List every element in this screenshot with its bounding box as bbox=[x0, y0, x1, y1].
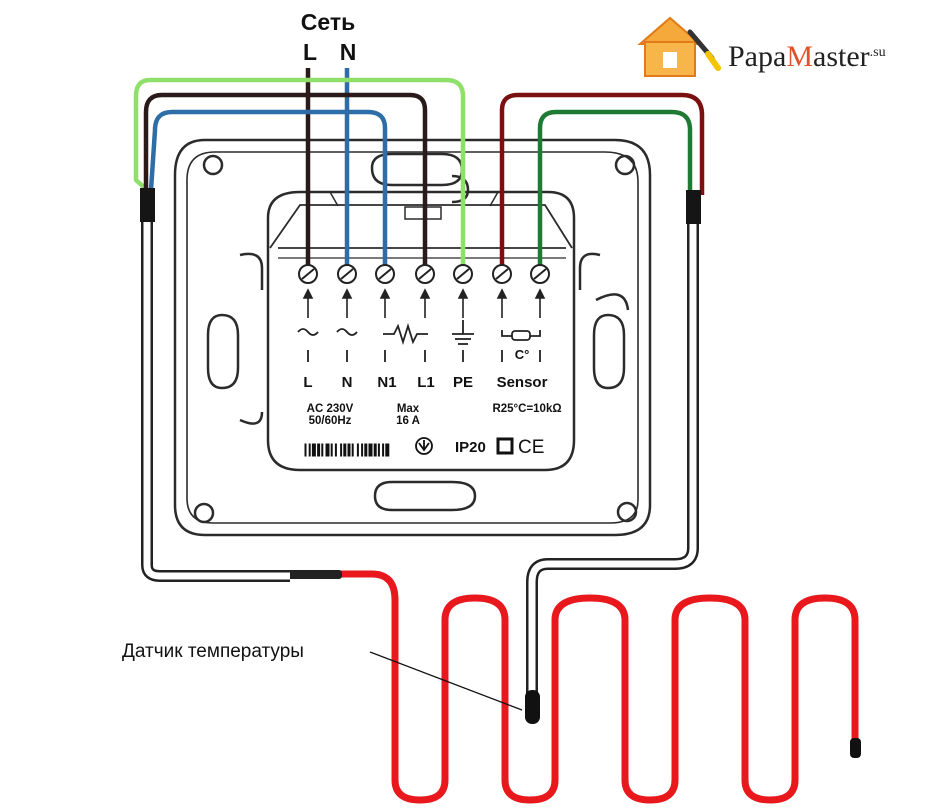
wire-sensor-darkgreen bbox=[537, 109, 693, 270]
terminal-arrow-head bbox=[419, 288, 431, 299]
brand-prefix: Papa bbox=[728, 40, 786, 73]
barcode-bar bbox=[340, 443, 343, 457]
wire-pe-green bbox=[133, 77, 466, 270]
barcode-bar bbox=[347, 443, 351, 457]
barcode-bar bbox=[330, 443, 333, 457]
barcode-bar bbox=[382, 443, 385, 457]
svg-text:PapaMaster.su: PapaMaster.su bbox=[728, 40, 886, 73]
barcode-bar bbox=[361, 443, 364, 457]
terminal-label-pe: PE bbox=[453, 374, 473, 391]
max-current-label: 16 A bbox=[396, 415, 420, 427]
terminal-screw-slot bbox=[340, 268, 354, 280]
sensor-unit-label: C° bbox=[515, 347, 530, 362]
terminal-screw-slot bbox=[495, 268, 509, 280]
barcode-bar bbox=[317, 443, 321, 457]
terminal-arrow-head bbox=[341, 288, 353, 299]
barcode-bar bbox=[373, 443, 377, 457]
frequency-label: 50/60Hz bbox=[309, 415, 352, 427]
barcode-bar bbox=[368, 443, 373, 457]
terminal-arrow-head bbox=[379, 288, 391, 299]
cold-lead-cable bbox=[141, 210, 290, 582]
heating-cable bbox=[336, 570, 859, 804]
class-ii-square-icon bbox=[496, 437, 514, 455]
sensor-callout-text: Датчик температуры bbox=[122, 641, 304, 662]
barcode-bar bbox=[334, 443, 337, 457]
terminal-arrow-head bbox=[302, 288, 314, 299]
brand-tld: .su bbox=[870, 45, 886, 60]
mounting-frame bbox=[173, 138, 652, 537]
terminal-screw-slot bbox=[301, 268, 315, 280]
terminal-screw-slot bbox=[418, 268, 432, 280]
cold-lead-sleeve bbox=[140, 188, 155, 222]
spec-labels: AC 230V 50/60Hz Max 16 A R25°C=10kΩ IP20… bbox=[307, 403, 562, 458]
brand-logo: PapaMaster.su bbox=[637, 16, 886, 77]
terminal-arrow-head bbox=[534, 288, 546, 299]
supply-title: Сеть bbox=[301, 9, 356, 35]
terminal-label-l1: L1 bbox=[417, 374, 435, 391]
sensor-symbol-icon bbox=[501, 330, 541, 362]
temperature-sensor-probe bbox=[525, 690, 540, 724]
supply-n-label: N bbox=[340, 39, 357, 65]
terminal-label-sensor: Sensor bbox=[497, 374, 548, 391]
ce-mark: CE bbox=[518, 437, 544, 458]
terminal-screws bbox=[298, 264, 550, 284]
heating-cable-end-cap bbox=[850, 738, 861, 758]
ground-symbol-icon bbox=[452, 320, 474, 362]
barcode-bar bbox=[308, 443, 311, 457]
terminal-label-n1: N1 bbox=[377, 374, 396, 391]
terminal-screw-slot bbox=[378, 268, 392, 280]
barcode-bar bbox=[364, 443, 368, 457]
terminal-screw-slot bbox=[533, 268, 547, 280]
terminal-screw-slot bbox=[456, 268, 470, 280]
supply-l-label: L bbox=[303, 39, 317, 65]
terminal-labels: L N N1 L1 PE Sensor C° bbox=[303, 347, 547, 391]
barcode-bar bbox=[343, 443, 347, 457]
barcode-bar bbox=[385, 443, 390, 457]
ac-symbol-l-icon bbox=[297, 328, 319, 336]
brand-m: M bbox=[786, 40, 813, 73]
barcode-bar bbox=[325, 443, 330, 457]
barcode-bar bbox=[356, 443, 359, 457]
barcode-icon bbox=[304, 443, 390, 457]
supply-wires bbox=[305, 68, 350, 270]
wire-n1-blue bbox=[148, 109, 388, 270]
sensor-cable bbox=[526, 215, 699, 700]
terminal-label-l: L bbox=[303, 374, 312, 391]
terminal-arrow-head bbox=[457, 288, 469, 299]
cable-coupling bbox=[284, 570, 342, 579]
thermostat-body bbox=[266, 190, 576, 472]
wire-l1-black bbox=[143, 92, 428, 270]
sensor-spec-label: R25°C=10kΩ bbox=[492, 403, 561, 415]
wire-sensor-darkred bbox=[499, 92, 705, 270]
sensor-cable-sleeve bbox=[686, 190, 701, 224]
certification-icon bbox=[415, 437, 433, 455]
voltage-label: AC 230V bbox=[307, 403, 354, 415]
ip-rating-label: IP20 bbox=[455, 439, 486, 456]
barcode-bar bbox=[351, 443, 354, 457]
sensor-callout-leader bbox=[369, 651, 523, 711]
barcode-bar bbox=[304, 443, 307, 457]
barcode-bar bbox=[321, 443, 324, 457]
terminal-label-n: N bbox=[342, 374, 353, 391]
house-logo-icon bbox=[637, 16, 721, 77]
barcode-bar bbox=[377, 443, 380, 457]
terminal-symbols bbox=[297, 320, 541, 362]
sensor-wires bbox=[499, 92, 705, 270]
terminal-arrow-head bbox=[496, 288, 508, 299]
load-wires bbox=[133, 77, 466, 270]
barcode-bar bbox=[311, 443, 316, 457]
ac-symbol-n-icon bbox=[336, 328, 358, 336]
terminal-arrows bbox=[302, 288, 546, 318]
heater-symbol-icon bbox=[383, 322, 428, 346]
brand-rest: aster bbox=[813, 40, 870, 73]
max-label: Max bbox=[397, 403, 420, 415]
